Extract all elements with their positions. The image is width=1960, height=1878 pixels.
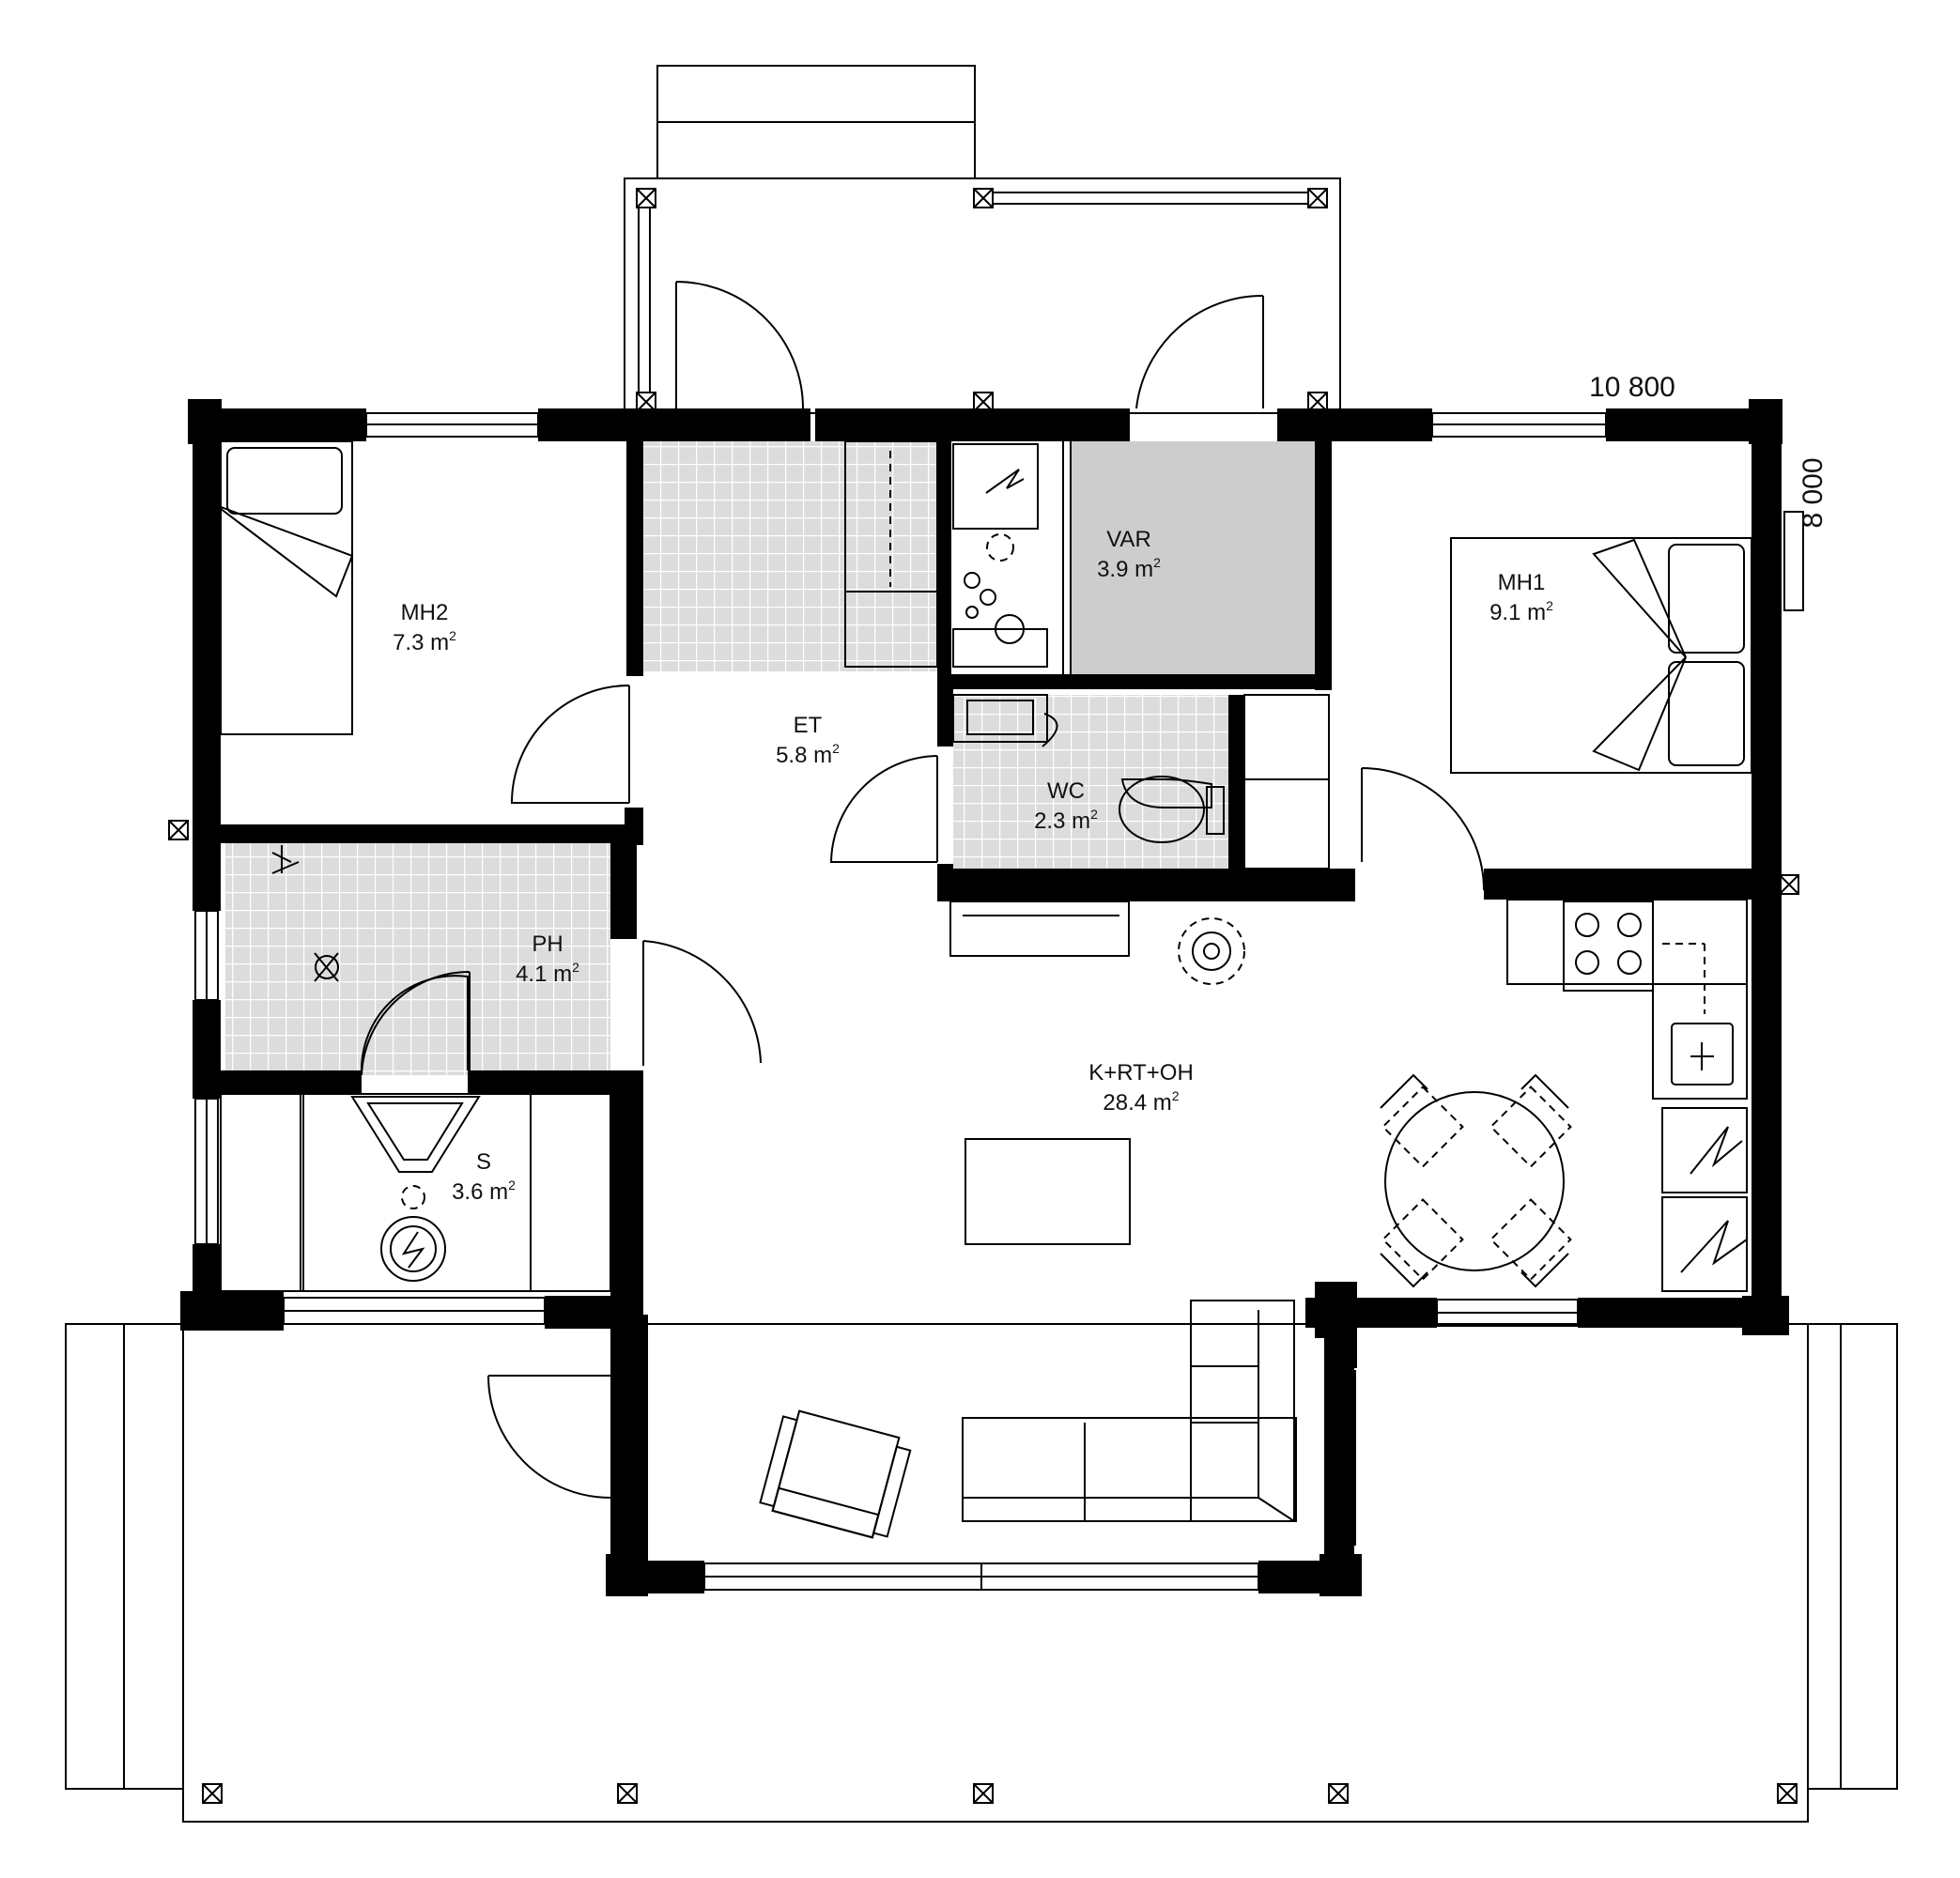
- doors: [361, 281, 1485, 1499]
- room-area: 3.9 m2: [1097, 555, 1161, 582]
- rear-entrance-porch: [624, 65, 1341, 414]
- room-area: 3.6 m2: [452, 1178, 516, 1205]
- room-area: 28.4 m2: [1103, 1088, 1179, 1116]
- room-name: K+RT+OH: [1088, 1060, 1194, 1085]
- room-area: 4.1 m2: [516, 960, 579, 987]
- room-label-mh2: MH2 7.3 m2: [393, 600, 456, 655]
- room-name: VAR: [1106, 527, 1151, 552]
- room-name: WC: [1047, 778, 1085, 804]
- width-dimension: 10 800: [1589, 372, 1675, 403]
- room-name: ET: [794, 713, 823, 738]
- walls: [180, 399, 1789, 1596]
- room-name: PH: [532, 931, 563, 957]
- windows: [194, 412, 1804, 1591]
- room-label-wc: WC 2.3 m2: [1034, 778, 1098, 834]
- front-terrace: [65, 1323, 1898, 1823]
- furniture: [215, 440, 1752, 1539]
- room-name: MH2: [401, 600, 449, 625]
- room-name: S: [476, 1149, 491, 1175]
- room-area: 9.1 m2: [1489, 598, 1553, 625]
- floor-fills: [225, 441, 1317, 1075]
- room-area: 7.3 m2: [393, 628, 456, 655]
- room-area: 2.3 m2: [1034, 807, 1098, 834]
- room-label-ph: PH 4.1 m2: [516, 931, 579, 987]
- depth-dimension: 8 000: [1798, 457, 1829, 528]
- room-label-s: S 3.6 m2: [452, 1149, 516, 1205]
- porch-posts: [168, 188, 1799, 1804]
- room-label-mh1: MH1 9.1 m2: [1489, 570, 1553, 625]
- room-area: 5.8 m2: [776, 741, 840, 768]
- room-name: MH1: [1498, 570, 1546, 595]
- room-label-living: K+RT+OH 28.4 m2: [1088, 1060, 1194, 1116]
- room-label-var: VAR 3.9 m2: [1097, 527, 1161, 582]
- room-label-et: ET 5.8 m2: [776, 713, 840, 768]
